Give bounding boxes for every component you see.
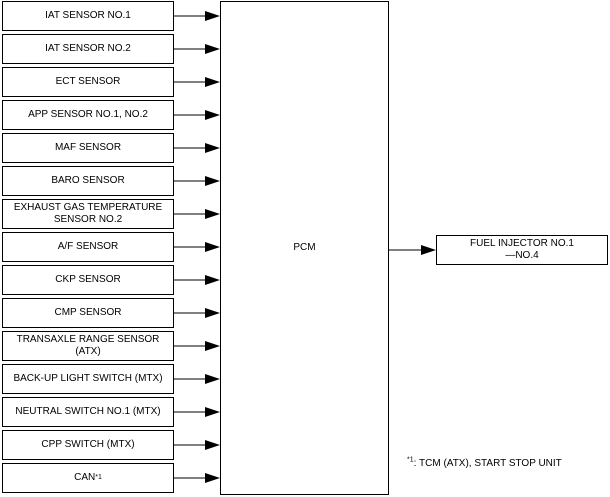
input-arrow [174, 209, 220, 219]
input-label: A/F SENSOR [57, 241, 119, 252]
input-label: IAT SENSOR NO.2 [45, 43, 131, 54]
input-arrow [174, 440, 220, 450]
input-box-cpp-switch: CPP SWITCH (MTX) [2, 430, 174, 460]
footnote-mark: *1 [407, 456, 414, 464]
output-arrow [389, 245, 436, 255]
input-box-transaxle-range-sensor: TRANSAXLE RANGE SENSOR (ATX) [2, 331, 174, 361]
input-arrow [174, 308, 220, 318]
input-box-iat-sensor-no2: IAT SENSOR NO.2 [2, 34, 174, 64]
input-label: CPP SWITCH (MTX) [41, 439, 135, 450]
footnote-text: : TCM (ATX), START STOP UNIT [413, 458, 562, 469]
input-arrow [174, 473, 220, 483]
output-box-fuel-injector: FUEL INJECTOR NO.1—NO.4 [436, 235, 608, 265]
input-box-back-up-light-switch: BACK-UP LIGHT SWITCH (MTX) [2, 364, 174, 394]
input-label: CKP SENSOR [55, 274, 121, 285]
input-arrow [174, 110, 220, 120]
output-label: FUEL INJECTOR NO.1—NO.4 [470, 238, 574, 261]
input-arrow [174, 44, 220, 54]
pcm-label: PCM [293, 242, 316, 253]
input-label: EXHAUST GAS TEMPERATURE SENSOR NO.2 [13, 202, 163, 225]
input-box-can: CAN*1 [2, 463, 174, 493]
input-box-app-sensor: APP SENSOR NO.1, NO.2 [2, 100, 174, 130]
input-box-baro-sensor: BARO SENSOR [2, 166, 174, 196]
input-box-cmp-sensor: CMP SENSOR [2, 298, 174, 328]
input-arrow [174, 374, 220, 384]
input-arrow [174, 275, 220, 285]
input-arrow [174, 176, 220, 186]
input-box-iat-sensor-no1: IAT SENSOR NO.1 [2, 1, 174, 31]
input-arrow [174, 242, 220, 252]
input-label: APP SENSOR NO.1, NO.2 [28, 109, 148, 120]
input-arrow [174, 407, 220, 417]
input-arrow [174, 143, 220, 153]
input-label: MAF SENSOR [54, 142, 122, 153]
input-arrow [174, 77, 220, 87]
footnote: *1: TCM (ATX), START STOP UNIT [407, 456, 562, 469]
input-box-ckp-sensor: CKP SENSOR [2, 265, 174, 295]
input-arrow [174, 341, 220, 351]
input-label: CAN [74, 472, 96, 483]
input-label: CMP SENSOR [54, 307, 122, 318]
pcm-block: PCM [220, 1, 389, 495]
input-box-neutral-switch: NEUTRAL SWITCH NO.1 (MTX) [2, 397, 174, 427]
input-label: BACK-UP LIGHT SWITCH (MTX) [13, 373, 163, 384]
input-box-af-sensor: A/F SENSOR [2, 232, 174, 262]
input-label: NEUTRAL SWITCH NO.1 (MTX) [15, 406, 161, 417]
input-label: BARO SENSOR [51, 175, 125, 186]
input-label: ECT SENSOR [55, 76, 121, 87]
input-box-maf-sensor: MAF SENSOR [2, 133, 174, 163]
input-label: TRANSAXLE RANGE SENSOR (ATX) [16, 334, 160, 357]
input-label: IAT SENSOR NO.1 [45, 10, 131, 21]
input-box-ect-sensor: ECT SENSOR [2, 67, 174, 97]
input-arrow [174, 11, 220, 21]
input-box-exhaust-gas-temperature-sensor: EXHAUST GAS TEMPERATURE SENSOR NO.2 [2, 199, 174, 229]
